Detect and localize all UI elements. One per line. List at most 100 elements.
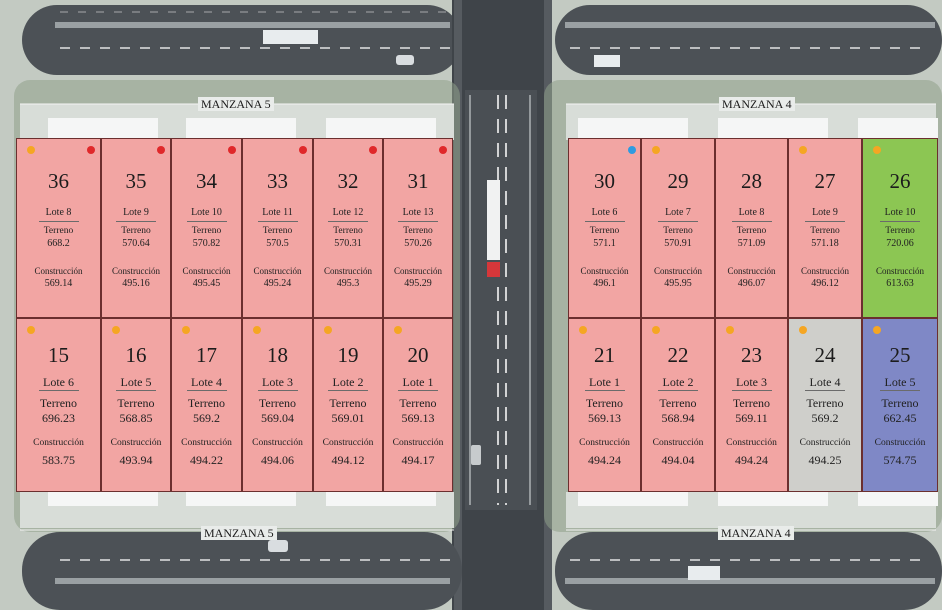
terreno-label: Terreno [191, 226, 222, 236]
construccion-value: 494.22 [190, 453, 223, 467]
terreno-label: Terreno [585, 396, 624, 410]
construccion-label: Construcción [324, 266, 372, 276]
lot-number: 34 [196, 169, 217, 193]
central-avenue [452, 0, 552, 610]
terreno-label: Terreno [659, 396, 697, 410]
orange-marker-icon [182, 326, 190, 334]
lot-number: 16 [125, 343, 147, 367]
terreno-value: 571.1 [593, 238, 616, 249]
lot-number: 20 [407, 343, 429, 367]
lot-lote-label: Lote 2 [662, 375, 694, 389]
terreno-label: Terreno [806, 396, 844, 410]
terreno-value: 568.85 [119, 411, 153, 425]
lot-lote-label: Lote 3 [262, 375, 293, 389]
lot-underline [880, 221, 920, 222]
lot-number: 23 [741, 343, 762, 367]
lot-lote-label: Lote 5 [120, 375, 152, 389]
construccion-label: Construcción [652, 438, 704, 448]
lot-number: 18 [267, 343, 288, 367]
lot-number: 33 [267, 169, 288, 193]
lot-underline [398, 221, 438, 222]
lot-number: 35 [125, 169, 147, 193]
lot-underline [805, 390, 845, 391]
lot-underline [658, 221, 698, 222]
manzana-4-top-label: MANZANA 4 [719, 97, 795, 111]
orange-marker-icon [27, 326, 35, 334]
construccion-label: Construcción [799, 438, 851, 448]
terreno-value: 569.13 [401, 411, 435, 425]
bottom-street-right [555, 532, 942, 610]
construccion-label: Construcción [654, 266, 702, 276]
lot-number: 24 [814, 343, 836, 367]
lot-lote-label: Lote 5 [884, 375, 916, 389]
lot-lote-label: Lote 8 [738, 207, 765, 218]
lot-lote-label: Lote 4 [809, 375, 841, 389]
terreno-label: Terreno [258, 396, 297, 410]
lot-number: 31 [407, 169, 429, 193]
terreno-value: 571.18 [811, 238, 839, 249]
construccion-value: 495.95 [664, 278, 692, 289]
construccion-value: 583.75 [42, 453, 75, 467]
orange-marker-icon [652, 326, 660, 334]
lot-underline [257, 221, 298, 222]
lot-underline [658, 390, 698, 391]
construccion-value: 495.3 [336, 278, 360, 289]
lot-underline [186, 221, 227, 222]
manzana-4-bottom-label: MANZANA 4 [718, 526, 794, 540]
terreno-value: 569.04 [261, 411, 294, 425]
orange-marker-icon [112, 326, 120, 334]
lot-underline [116, 221, 156, 222]
construccion-value: 494.04 [661, 453, 695, 467]
terreno-value: 570.5 [266, 238, 289, 249]
terreno-value: 570.91 [664, 238, 692, 249]
terreno-value: 569.11 [735, 411, 768, 425]
construccion-label: Construcción [727, 266, 776, 276]
red-marker-icon [369, 146, 377, 154]
lot-number: 29 [667, 169, 689, 193]
top-street-right [555, 5, 942, 75]
construccion-value: 495.24 [263, 278, 292, 289]
construccion-value: 613.63 [886, 278, 914, 289]
construccion-label: Construcción [876, 266, 924, 276]
construccion-label: Construcción [580, 266, 629, 276]
top-street-left [22, 5, 462, 75]
red-marker-icon [228, 146, 236, 154]
orange-marker-icon [652, 146, 660, 154]
lot-number: 22 [667, 343, 689, 367]
lot-lote-label: Lote 10 [884, 207, 916, 218]
construccion-label: Construcción [322, 438, 374, 448]
terreno-label: Terreno [43, 226, 74, 236]
terreno-label: Terreno [117, 396, 155, 410]
construccion-value: 495.45 [192, 278, 221, 289]
terreno-label: Terreno [39, 396, 78, 410]
terreno-label: Terreno [736, 226, 767, 236]
terreno-value: 570.31 [334, 238, 362, 249]
terreno-label: Terreno [881, 396, 919, 410]
lot-underline [38, 221, 79, 222]
orange-marker-icon [27, 146, 35, 154]
lot-number: 32 [337, 169, 359, 193]
construccion-label: Construcción [253, 266, 302, 276]
